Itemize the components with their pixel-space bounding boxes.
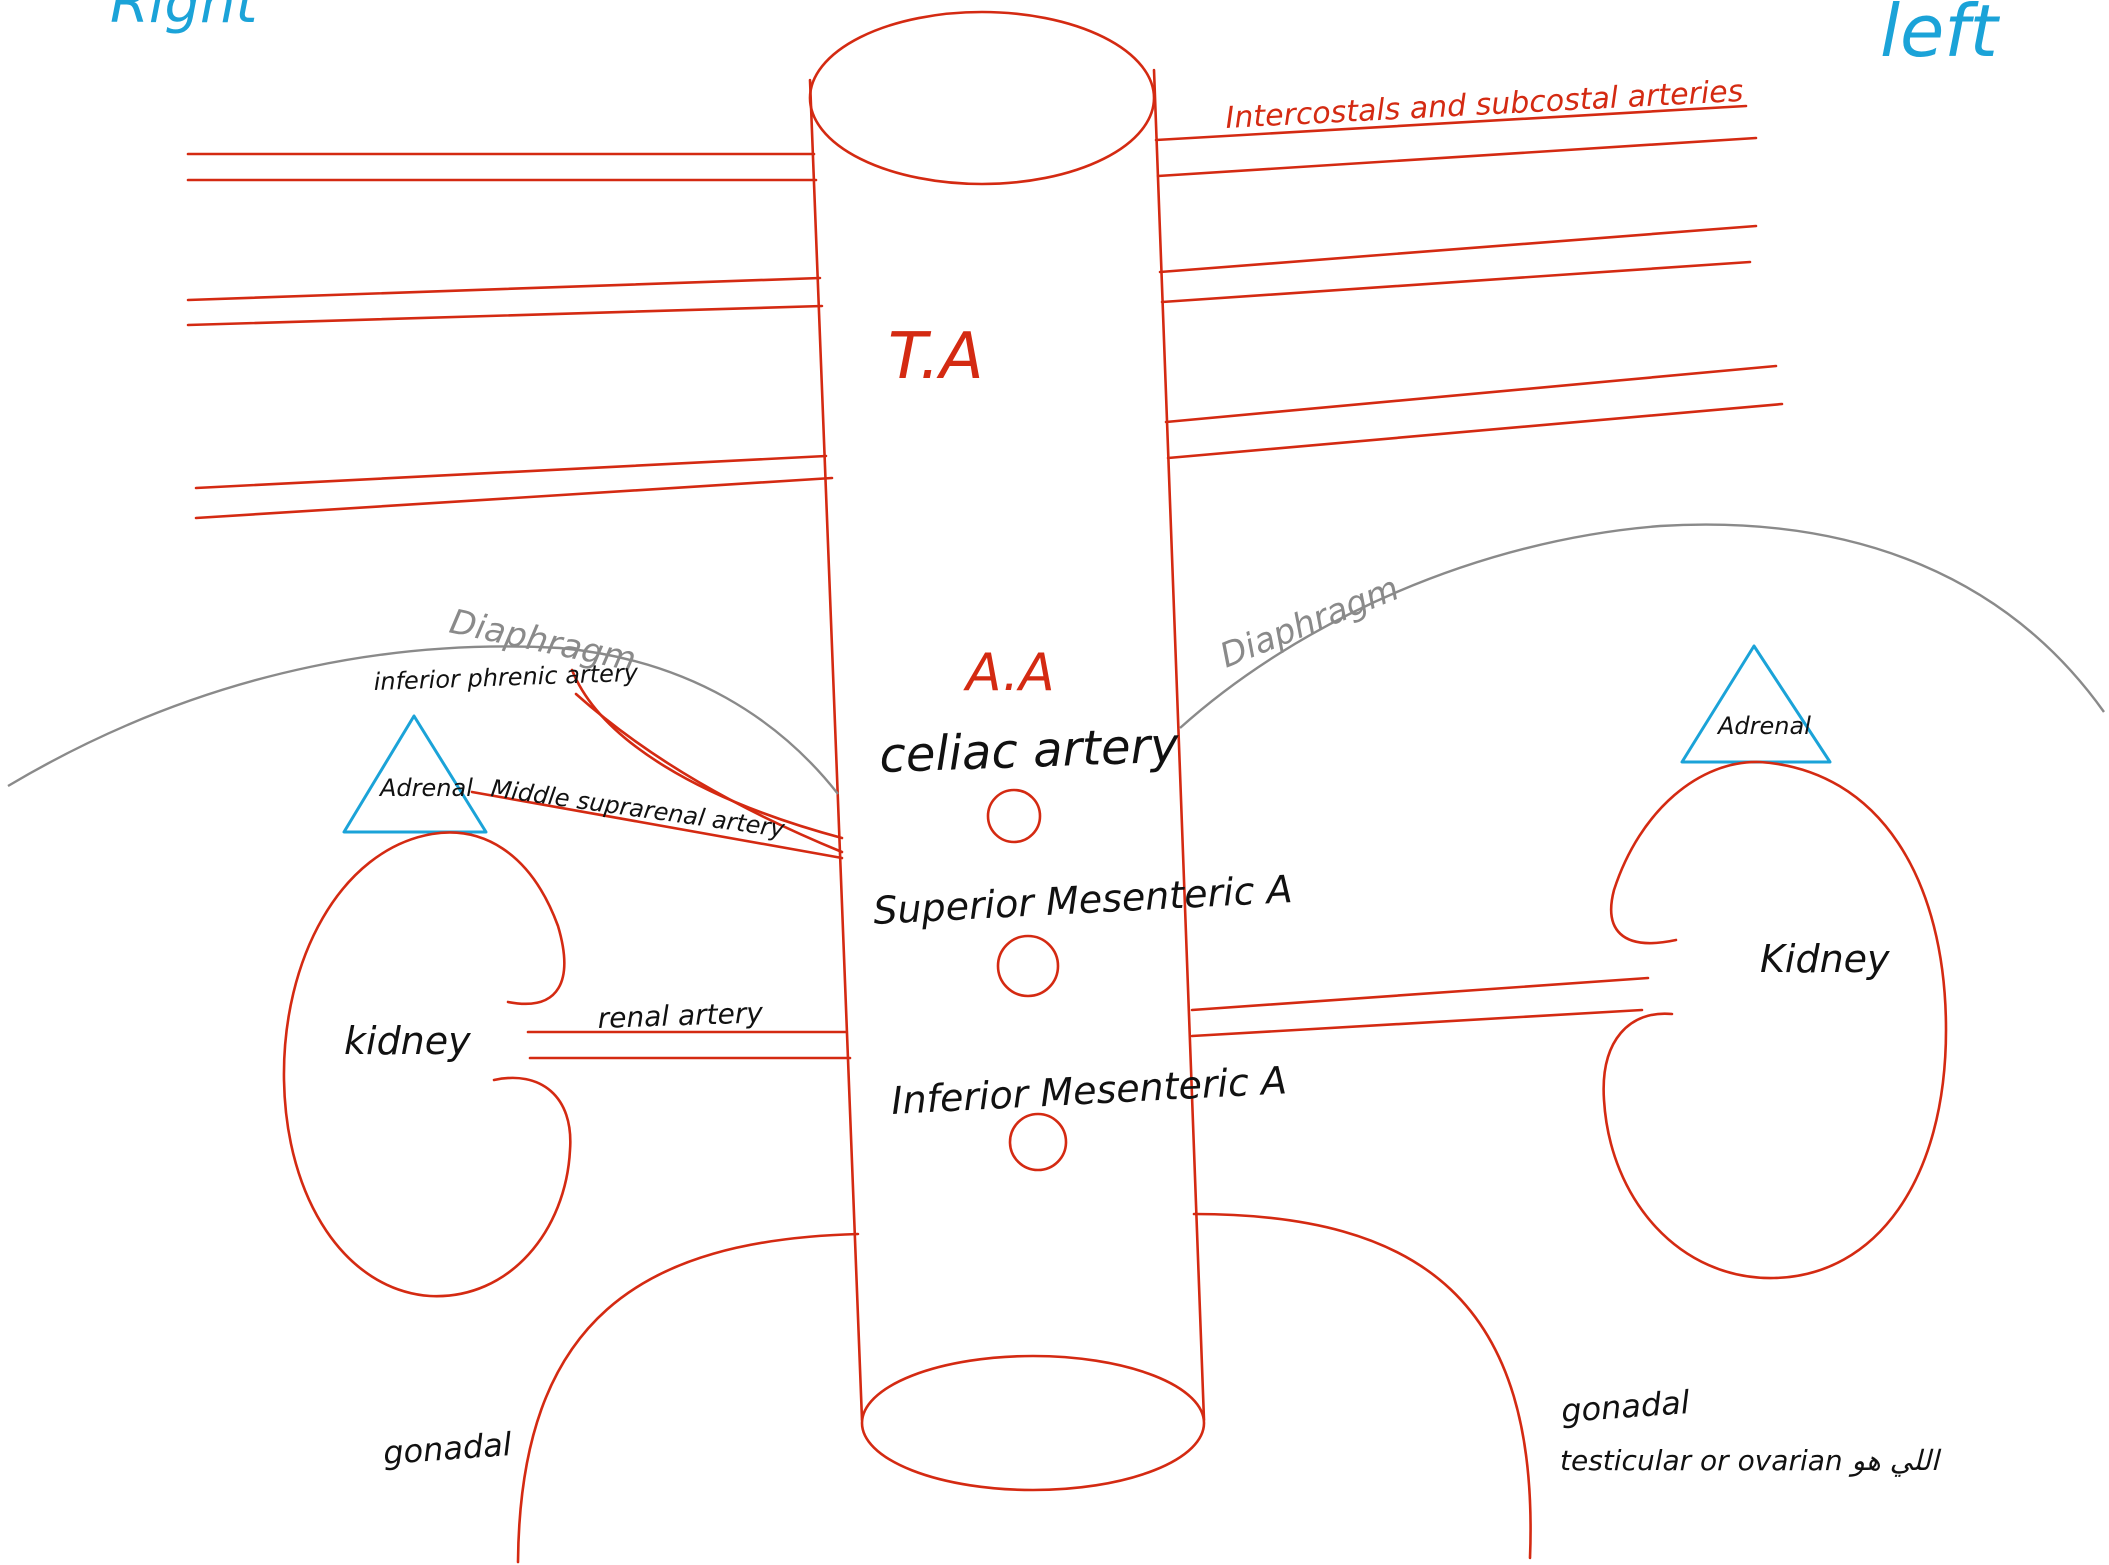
adrenal-left-label: Adrenal xyxy=(1716,712,1811,740)
diaphragm-left-dome xyxy=(1179,523,2105,729)
renal-artery-left xyxy=(1190,1008,1644,1038)
kidney-left-outline xyxy=(1602,760,1948,1280)
gonadal-note: testicular or ovarian اللي هو xyxy=(1560,1444,1942,1477)
intercostal-artery xyxy=(1154,104,1748,142)
intercostal-arteries-left xyxy=(1154,104,1784,460)
aorta-right-wall xyxy=(808,78,864,1422)
intercostal-artery xyxy=(194,454,828,490)
intercostal-artery xyxy=(186,304,824,327)
superior-mesenteric-opening xyxy=(996,934,1060,998)
thoracic-aorta-label: T.A xyxy=(888,320,984,394)
gonadal-artery-right xyxy=(516,1232,860,1564)
inferior-mesenteric-opening xyxy=(1008,1112,1068,1172)
middle-suprarenal-artery xyxy=(470,790,844,860)
intercostal-artery xyxy=(1160,260,1752,304)
kidney-left-label: Kidney xyxy=(1760,937,1890,981)
celiac-artery-label: celiac artery xyxy=(878,718,1180,784)
kidney-right-label: kidney xyxy=(344,1019,471,1063)
intercostal-artery xyxy=(1158,224,1758,274)
adrenal-right-label: Adrenal xyxy=(378,774,473,802)
diaphragm-left-label: Diaphragm xyxy=(1214,568,1404,676)
celiac-artery-opening xyxy=(986,788,1042,844)
gonadal-right-label: gonadal xyxy=(382,1425,513,1472)
orientation-left-label: left xyxy=(1880,0,2001,73)
kidney-right-outline xyxy=(282,831,572,1298)
aorta-bottom-opening xyxy=(860,1354,1206,1492)
middle-suprarenal-label: Middle suprarenal artery xyxy=(489,774,787,843)
gonadal-left-label: gonadal xyxy=(1560,1383,1691,1430)
intercostal-artery xyxy=(1166,402,1784,460)
gonadal-artery-left xyxy=(1192,1212,1532,1560)
superior-mesenteric-label: Superior Mesenteric A xyxy=(872,867,1293,933)
renal-artery-label: renal artery xyxy=(597,996,764,1035)
inferior-phrenic-artery-lower xyxy=(574,692,844,854)
inferior-phrenic-artery xyxy=(570,668,844,840)
orientation-right-label: Right xyxy=(110,0,260,36)
intercostal-artery xyxy=(194,476,834,520)
adrenal-right-gland xyxy=(342,714,488,834)
intercostal-arteries-right xyxy=(186,152,834,520)
abdominal-aorta-label: A.A xyxy=(963,643,1055,703)
renal-artery-left xyxy=(1190,976,1650,1012)
inferior-mesenteric-label: Inferior Mesenteric A xyxy=(890,1058,1288,1123)
adrenal-left-gland xyxy=(1680,644,1832,764)
aorta-cylinder xyxy=(808,10,1206,1492)
diaphragm-right-dome xyxy=(7,645,839,795)
aorta-left-wall xyxy=(1152,68,1206,1422)
intercostal-artery xyxy=(186,276,822,302)
intercostal-artery xyxy=(1164,364,1778,424)
intercostal-artery xyxy=(1156,136,1758,178)
aorta-top-opening xyxy=(808,10,1156,186)
intercostal-label: Intercostals and subcostal arteries xyxy=(1225,74,1745,136)
inferior-phrenic-label: inferior phrenic artery xyxy=(373,659,639,696)
